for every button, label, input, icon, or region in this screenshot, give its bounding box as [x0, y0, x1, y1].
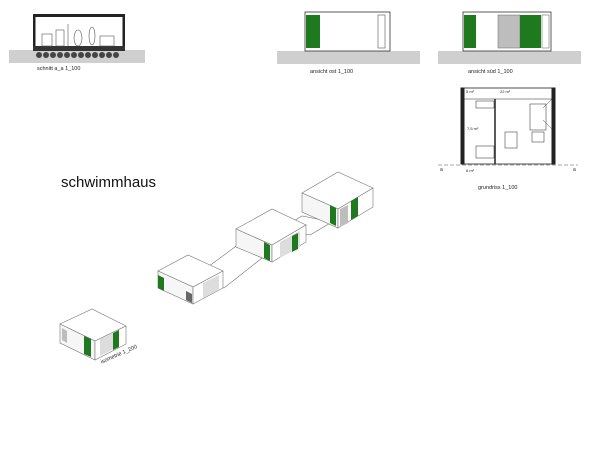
- green-panel: [306, 15, 320, 48]
- iso-house: [235, 208, 307, 263]
- section-marker-right: a: [573, 167, 576, 173]
- pontoon-floats: [36, 52, 119, 58]
- section-marker-left: a: [440, 167, 443, 173]
- elevation-east: [277, 11, 420, 64]
- green-panel: [520, 15, 541, 48]
- section-drawing: [9, 14, 145, 63]
- glazing: [497, 14, 521, 49]
- page-title: schwimmhaus: [61, 174, 157, 191]
- plan-area-label: 5 m²: [466, 89, 474, 94]
- plan-area-label: 7,5 m²: [467, 126, 479, 131]
- window: [541, 14, 550, 49]
- bath-fixture: [475, 100, 495, 109]
- iso-house: [59, 308, 127, 361]
- green-panel: [464, 15, 476, 48]
- section-label: schnitt a_a 1_100: [37, 66, 81, 72]
- elevation-south: [438, 11, 581, 64]
- plan-area-label: 22 m²: [500, 89, 511, 94]
- window: [377, 14, 386, 49]
- water-band: [277, 51, 420, 64]
- sofa: [531, 131, 545, 143]
- section-furniture: [41, 24, 115, 47]
- plan-wall-left: [460, 87, 465, 165]
- section-floor: [33, 46, 125, 51]
- iso-house: [301, 171, 374, 229]
- kitchen-unit: [529, 103, 547, 131]
- south-elevation-label: ansicht süd 1_100: [468, 69, 513, 75]
- section-wall-right: [122, 14, 125, 51]
- floor-plan: [438, 87, 578, 166]
- section-roof: [33, 14, 125, 17]
- iso-house: [157, 254, 224, 305]
- east-elevation-label: ansicht ost 1_100: [310, 69, 354, 75]
- dining-table: [504, 131, 518, 149]
- section-wall-left: [33, 14, 36, 51]
- water-band: [9, 50, 145, 63]
- isometric-series: [59, 171, 374, 361]
- bed: [475, 145, 495, 159]
- floor-plan-label: grundriss 1_100: [478, 185, 518, 191]
- plan-area-label: 6 m²: [466, 168, 474, 173]
- water-band: [438, 51, 581, 64]
- plan-wall-right: [551, 87, 556, 165]
